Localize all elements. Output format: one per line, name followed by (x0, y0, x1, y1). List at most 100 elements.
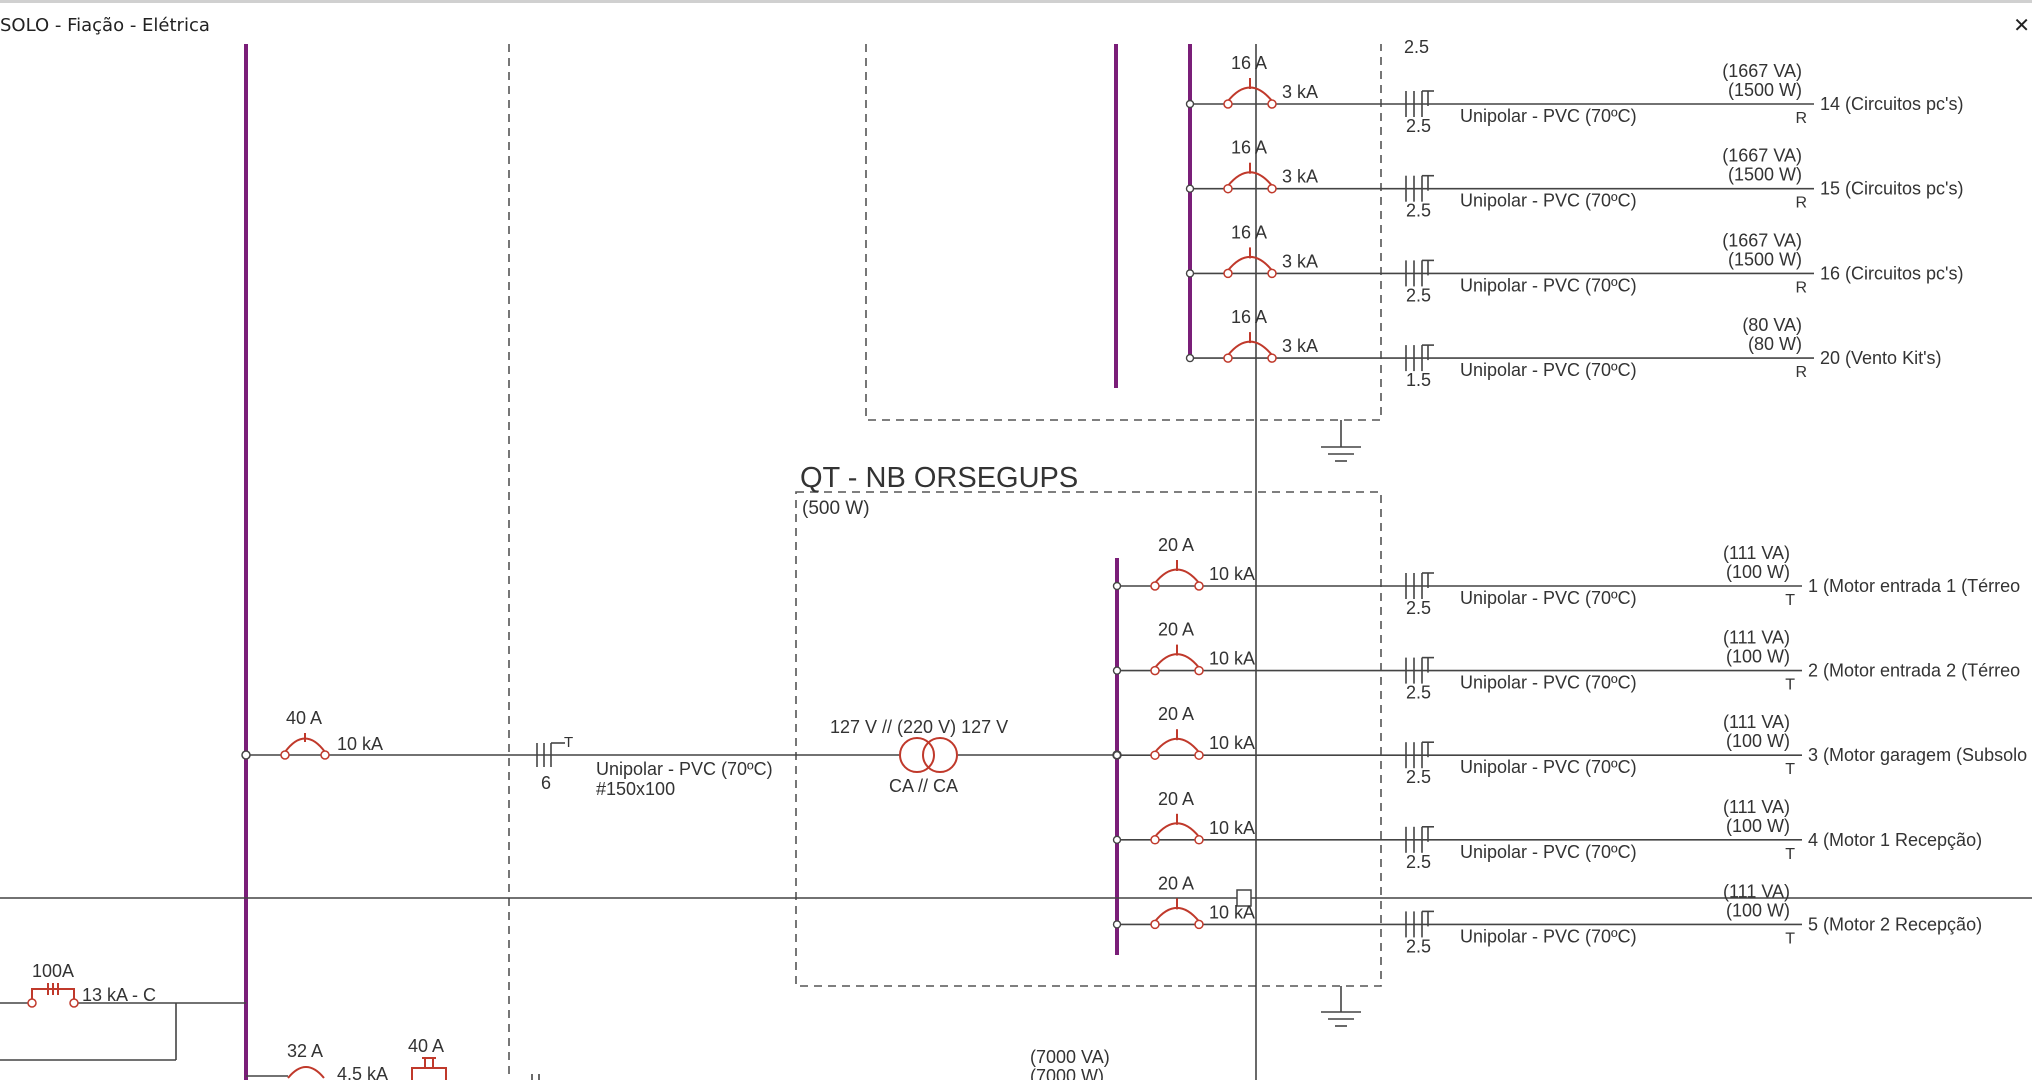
ground-icon (1321, 420, 1361, 462)
breaker-icc: 10 kA (1209, 649, 1255, 669)
cable-type: Unipolar - PVC (70ºC) (1460, 275, 1637, 295)
breaker-icon[interactable] (1150, 644, 1204, 676)
cable-mark-icon (1405, 259, 1434, 287)
bus-node (1185, 184, 1195, 193)
cable-section: 2.5 (1406, 852, 1431, 872)
fuse-icon[interactable] (411, 1057, 447, 1080)
phase-letter: T (1785, 846, 1795, 863)
transformer-icon[interactable] (899, 737, 958, 773)
feeder-cable-section: 6 (541, 773, 551, 793)
bottom-wiring (0, 1002, 288, 1077)
phase-letter: R (1795, 364, 1807, 381)
cable-section: 2.5 (1406, 767, 1431, 787)
breaker-icc: 3 kA (1282, 251, 1318, 271)
breaker-icc: 10 kA (1209, 902, 1255, 922)
load-va: (111 VA) (1723, 712, 1790, 732)
circuit-label: 3 (Motor garagem (Subsolo (1808, 745, 2027, 765)
breaker-icon[interactable] (1150, 729, 1204, 760)
top-cable-section: 2.5 (1404, 37, 1429, 57)
cable-type: Unipolar - PVC (70ºC) (1460, 106, 1637, 126)
cable-mark-icon (1405, 90, 1434, 117)
cable-section: 2.5 (1406, 683, 1431, 703)
feeder-conduit: #150x100 (596, 779, 675, 799)
cable-mark-icon (1405, 910, 1434, 938)
breaker-icon[interactable] (1223, 247, 1277, 279)
breaker-icc: 3 kA (1282, 82, 1318, 102)
load-va: (1667 VA) (1722, 61, 1802, 81)
cable-mark-icon (536, 742, 565, 767)
cable-mark-icon (531, 1074, 540, 1080)
cable-section: 2.5 (1406, 285, 1431, 305)
load-w: (100 W) (1726, 562, 1790, 582)
bus-node (1185, 353, 1195, 363)
load-va: (111 VA) (1723, 543, 1790, 563)
cable-type: Unipolar - PVC (70ºC) (1460, 757, 1637, 777)
breaker-rating: 20 A (1158, 873, 1194, 893)
circuit-label: 14 (Circuitos pc's) (1820, 94, 1963, 114)
cable-type: Unipolar - PVC (70ºC) (1460, 926, 1637, 946)
main-breaker-icc: 13 kA - C (82, 985, 156, 1005)
breaker-icc: 10 kA (1209, 818, 1255, 838)
breaker-rating: 20 A (1158, 704, 1194, 724)
main-breaker-icon[interactable] (27, 983, 79, 1008)
transformer-type: CA // CA (889, 776, 958, 796)
cable-type: Unipolar - PVC (70ºC) (1460, 842, 1637, 862)
close-icon[interactable]: ✕ (2013, 13, 2030, 37)
circuit-label: 2 (Motor entrada 2 (Térreo (1808, 661, 2020, 681)
phase-letter: T (1785, 677, 1795, 694)
breaker-icon[interactable] (287, 1066, 325, 1079)
load-w: (1500 W) (1728, 80, 1802, 100)
load-w: (80 W) (1748, 334, 1802, 354)
cable-section: 2.5 (1406, 598, 1431, 618)
breaker3-rating: 40 A (408, 1036, 444, 1056)
feeder-cable-type: Unipolar - PVC (70ºC) (596, 759, 773, 779)
circuit-label: 4 (Motor 1 Recepção) (1808, 830, 1982, 850)
breaker-icon[interactable] (1223, 162, 1277, 194)
cable-mark-icon (1405, 825, 1434, 853)
qt-circuit-row[interactable]: 20 A 10 kA 2.5 Unipolar - PVC (70ºC) (111 VA… (1112, 789, 1983, 872)
bus-node (1112, 751, 1122, 760)
breaker-rating: 16 A (1231, 222, 1267, 242)
cable-type: Unipolar - PVC (70ºC) (1460, 588, 1637, 608)
breaker-icon[interactable] (1150, 898, 1204, 930)
load-va: (1667 VA) (1722, 230, 1802, 250)
qt-panel-title: QT - NB ORSEGUPS (800, 462, 1078, 494)
load-va: (1667 VA) (1722, 146, 1802, 166)
cable-section: 2.5 (1406, 116, 1431, 136)
breaker-icon[interactable] (1150, 560, 1204, 591)
feeder-breaker[interactable] (280, 733, 330, 760)
phase-letter: R (1795, 110, 1807, 127)
bus-node (1112, 920, 1122, 929)
top-circuit-row[interactable]: 16 A 3 kA 2.5 Unipolar - PVC (70ºC) (1667 VA… (1185, 53, 1964, 136)
ground-icon (1321, 986, 1361, 1027)
qt-panel-enclosure (795, 491, 1382, 987)
cable-mark-icon (1405, 656, 1434, 684)
circuit-label: 16 (Circuitos pc's) (1820, 263, 1963, 283)
phase-letter: T (1785, 592, 1795, 609)
breaker-rating: 20 A (1158, 789, 1194, 809)
connection-square-icon (1236, 889, 1252, 907)
cable-mark-text: T (564, 734, 573, 751)
load-w: (1500 W) (1728, 249, 1802, 269)
breaker-rating: 16 A (1231, 53, 1267, 73)
bottom-load-va: (7000 VA) (1030, 1047, 1110, 1067)
breaker-icon[interactable] (1150, 813, 1204, 845)
cable-mark-icon (1405, 572, 1434, 599)
breaker-icon[interactable] (1223, 332, 1277, 363)
top-circuit-row[interactable]: 16 A 3 kA 2.5 Unipolar - PVC (70ºC) (1667 VA… (1185, 222, 1964, 305)
load-va: (111 VA) (1723, 881, 1790, 901)
breaker-icon[interactable] (1223, 78, 1277, 109)
load-w: (100 W) (1726, 816, 1790, 836)
breaker-rating: 16 A (1231, 138, 1267, 158)
cable-section: 2.5 (1406, 201, 1431, 221)
transformer-voltage: 127 V // (220 V) 127 V (830, 717, 1008, 737)
load-va: (111 VA) (1723, 797, 1790, 817)
